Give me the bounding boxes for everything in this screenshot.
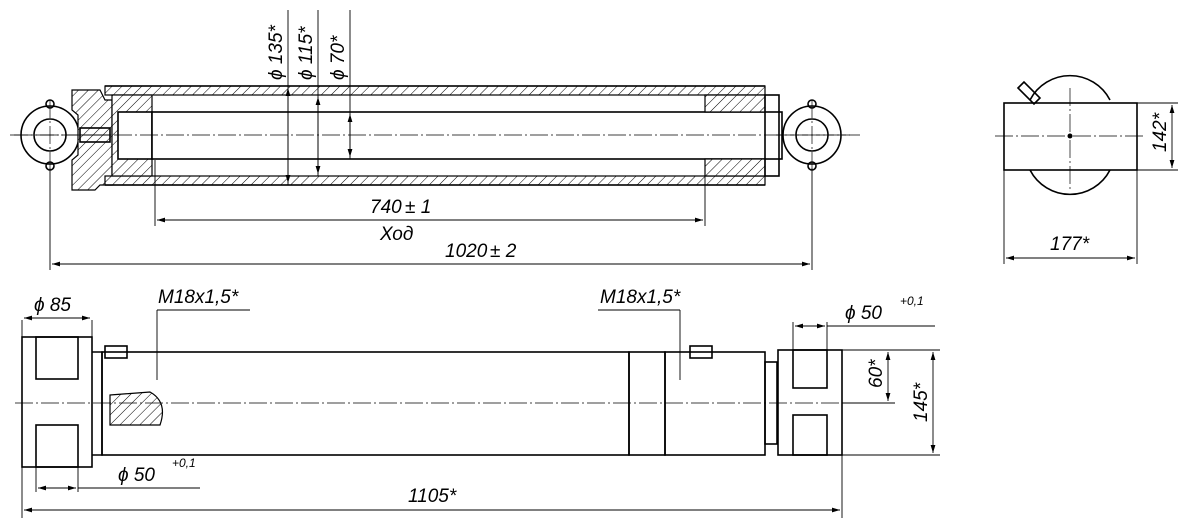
height-front-label: 142* <box>1150 112 1171 152</box>
bottom-plan-view: M18x1,5* M18x1,5* ϕ 85 ϕ 50 +0,1 ϕ 50 <box>15 287 940 518</box>
gland-housing-bottom <box>628 351 666 456</box>
pin-right-label: ϕ 50 <box>845 303 882 324</box>
closed-length-dimension: 1020 ± 2 <box>49 168 813 270</box>
total-length-label: 1105* <box>408 486 457 507</box>
d-rod-outer-label: ϕ 115* <box>296 26 317 80</box>
pin-right-tolerance: +0,1 <box>900 294 924 308</box>
pin-left-label: ϕ 50 <box>118 465 155 486</box>
pin-left-tolerance: +0,1 <box>172 456 196 470</box>
gland <box>704 94 766 113</box>
eye-height-label: 145* <box>911 382 932 422</box>
barrel-bottom <box>101 351 630 456</box>
d-bore-label: ϕ 135* <box>266 24 287 80</box>
port-left-label: M18x1,5* <box>158 287 239 308</box>
width-front-label: 177* <box>1050 234 1090 255</box>
stroke-tolerance: ± 1 <box>405 197 431 218</box>
stroke-value: 740 <box>370 197 402 218</box>
stroke-dimension: 740 ± 1 Ход <box>154 160 706 245</box>
eye-width-label: 60* <box>866 359 887 388</box>
closed-length-value: 1020 <box>445 241 488 262</box>
diameter-dimensions: ϕ 135* ϕ 115* ϕ 70* <box>266 10 353 185</box>
top-section-view: ϕ 135* ϕ 115* ϕ 70* 740 ± 1 Ход 1020 ± 2 <box>10 10 860 270</box>
right-eye-block <box>777 349 843 456</box>
barrel-wall-top <box>104 85 766 96</box>
rear-cap <box>71 89 113 191</box>
stroke-label: Ход <box>379 224 413 245</box>
d-eye-outer-label: ϕ 85 <box>34 295 71 316</box>
port-right-label: M18x1,5* <box>600 287 681 308</box>
end-view: 142* 177* <box>995 74 1178 264</box>
barrel-wall-bottom <box>104 175 766 186</box>
left-eye-block <box>21 336 93 468</box>
piston-rod-top <box>151 111 783 160</box>
d-rod-label: ϕ 70* <box>328 35 349 80</box>
closed-length-tolerance: ± 2 <box>490 241 517 262</box>
